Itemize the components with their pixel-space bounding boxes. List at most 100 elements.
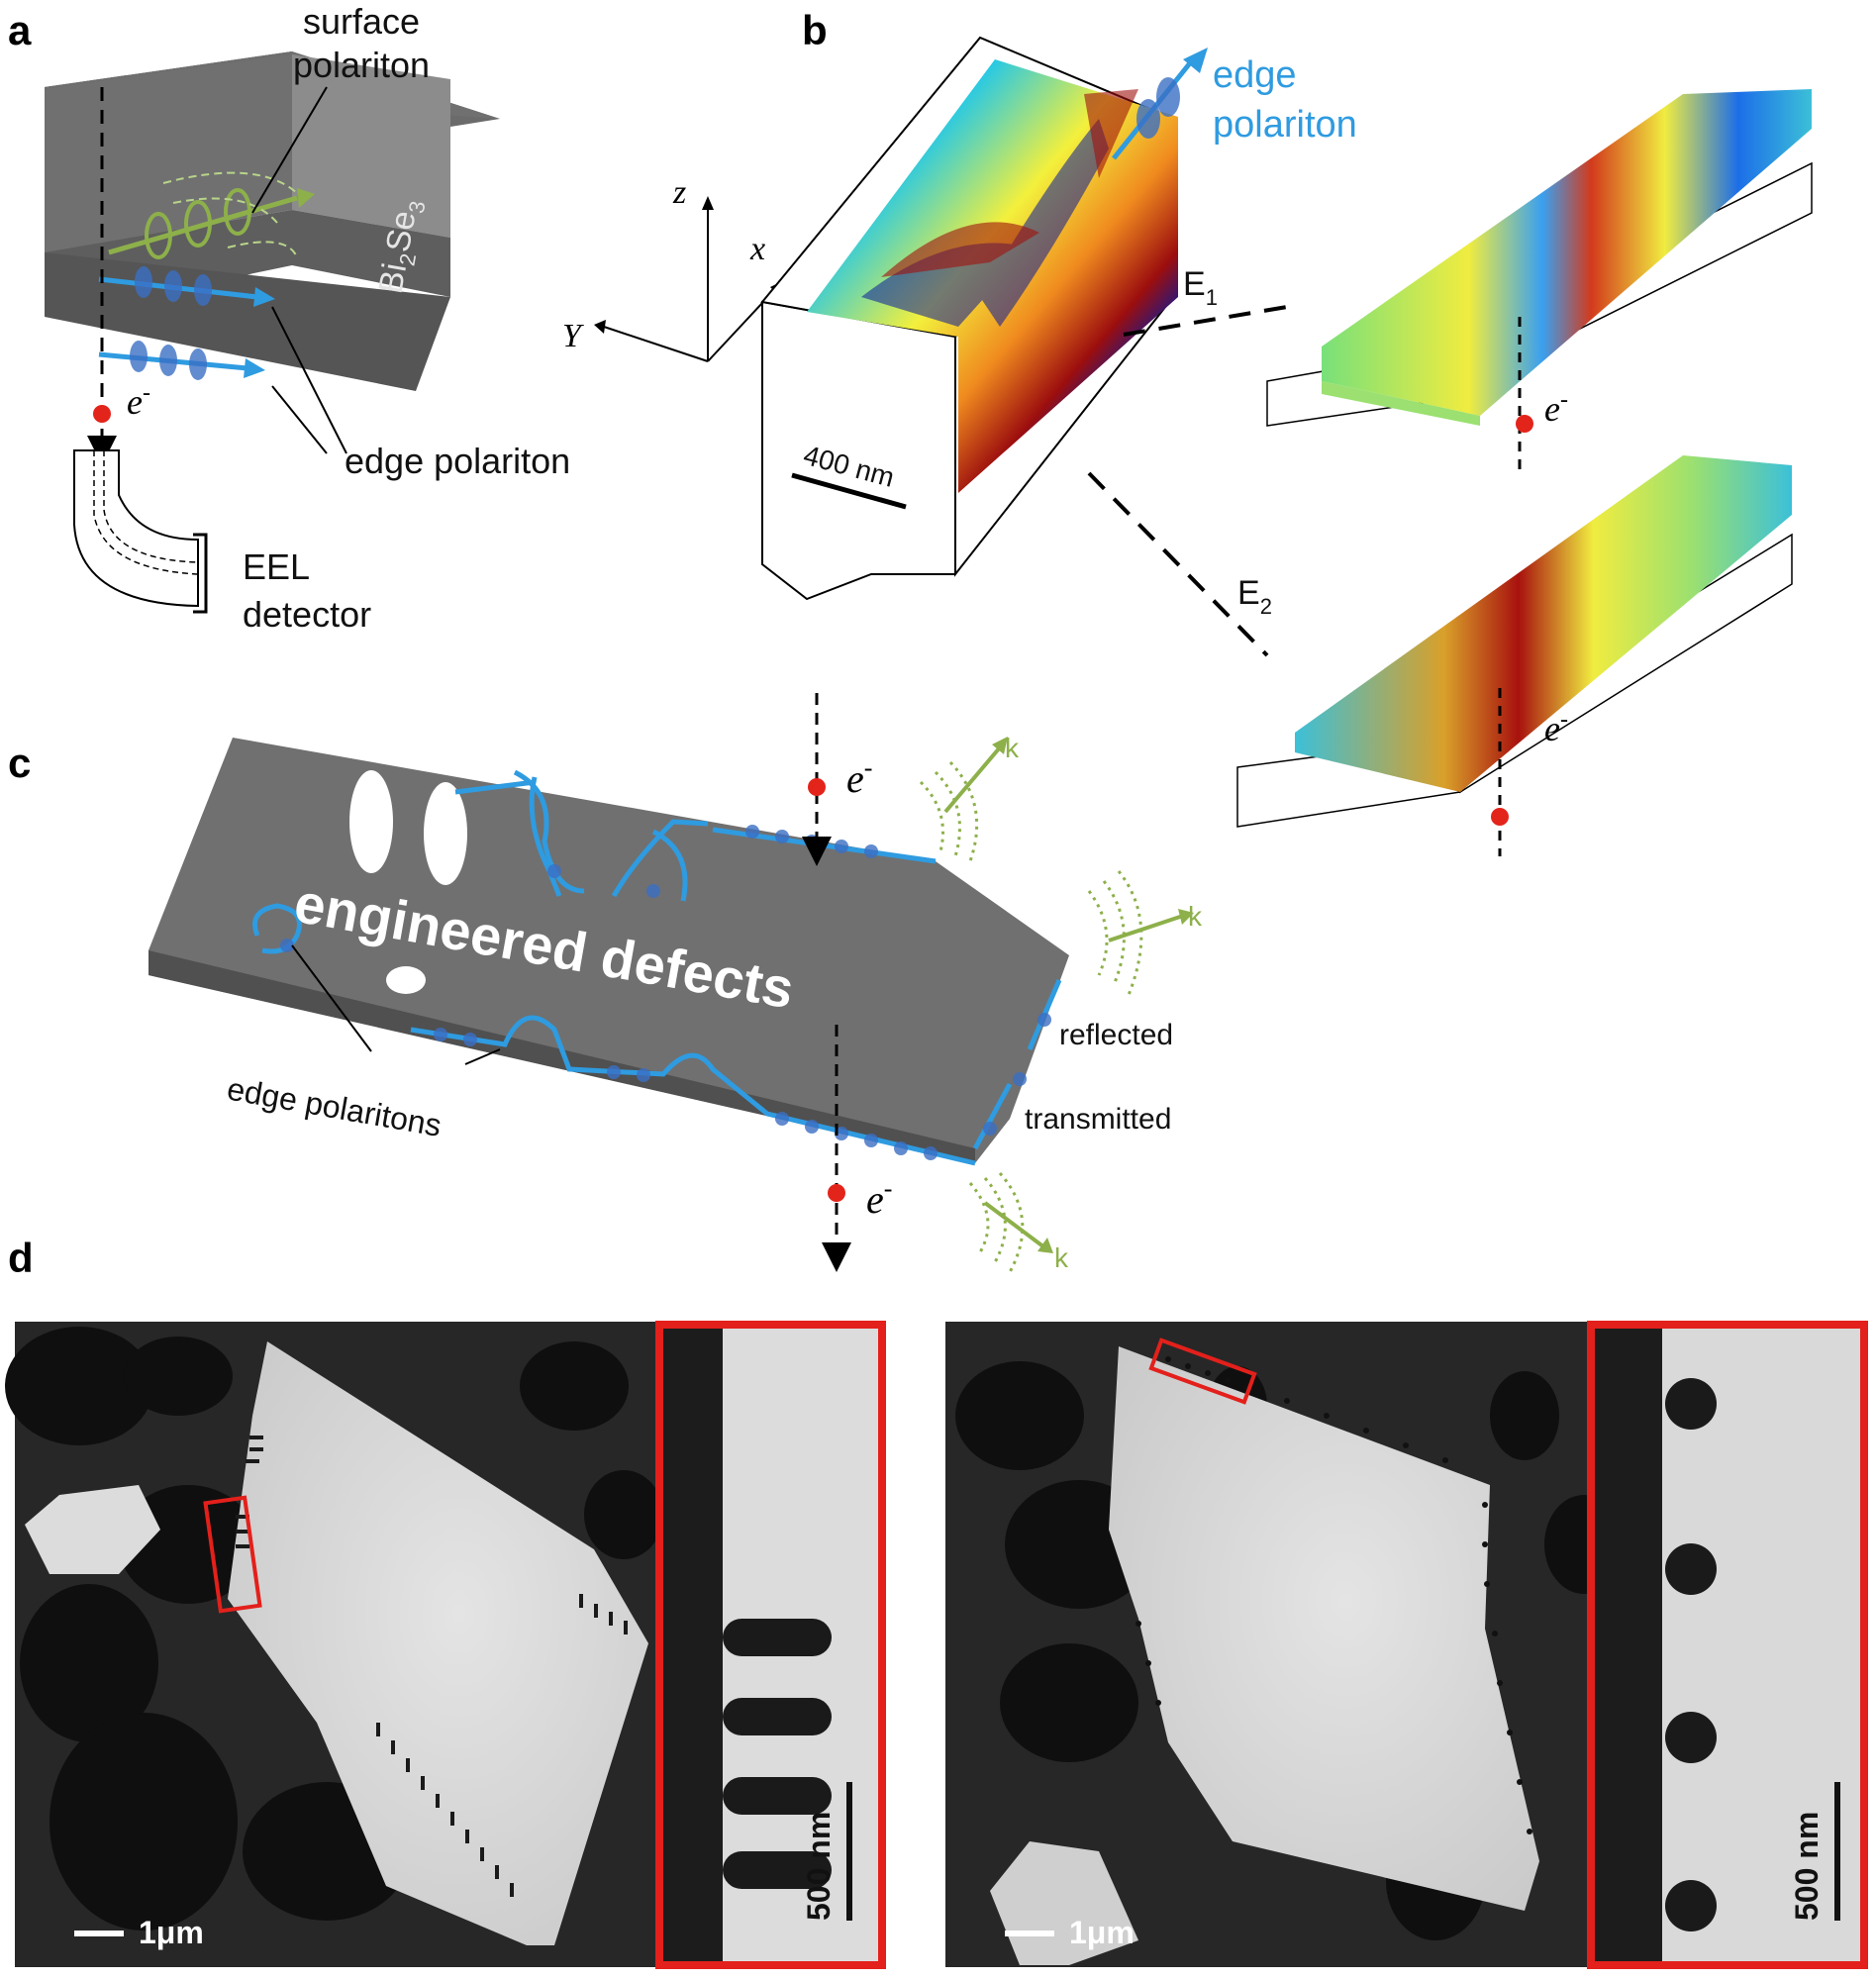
sem-left-notches bbox=[236, 1436, 628, 1897]
sem-right-flake bbox=[1109, 1346, 1539, 1911]
edge-polariton-leader-2 bbox=[271, 385, 328, 454]
sem-left-inset-notches bbox=[723, 1619, 832, 1889]
sem-left-inset-scale-label: 500 nm bbox=[801, 1812, 837, 1921]
edge-polariton-label: edge polariton bbox=[345, 441, 570, 481]
sem-left-scalebar bbox=[74, 1931, 124, 1936]
y-axis-head bbox=[594, 320, 606, 334]
surface-polariton-arrow bbox=[108, 195, 298, 255]
hole bbox=[386, 966, 426, 994]
e2-electron-label: e- bbox=[1544, 707, 1568, 748]
edge-arrowhead-2 bbox=[244, 358, 265, 378]
surface-wave-loop bbox=[145, 212, 172, 259]
sem-right-inset-scalebar bbox=[1834, 1782, 1840, 1921]
sem-right-inset-holes bbox=[1665, 1378, 1717, 1931]
crystal-block-front bbox=[761, 300, 956, 601]
electron-dot-bottom bbox=[828, 1184, 845, 1202]
reflected-label: reflected bbox=[1059, 1019, 1173, 1051]
surface-polariton-leader bbox=[251, 86, 328, 214]
sem-left-roi bbox=[203, 1495, 262, 1614]
edge-polaritons-leader-1 bbox=[291, 944, 372, 1052]
e1-electron-label: e- bbox=[1544, 387, 1568, 429]
sem-left-holes bbox=[5, 1327, 663, 1931]
e1-field-map bbox=[1322, 89, 1812, 416]
edge-polaritons-leader-2 bbox=[464, 1048, 501, 1065]
eel-detector-beam bbox=[93, 450, 199, 575]
eel-detector-label-1: EEL bbox=[243, 546, 310, 587]
sem-left-flake bbox=[228, 1341, 648, 1945]
x-axis-label: x bbox=[749, 231, 765, 267]
panel-a: a e- surface bbox=[8, 1, 570, 635]
edge-polariton-b-label-1: edge bbox=[1213, 54, 1297, 96]
e1-connector bbox=[1123, 305, 1288, 337]
k-arrowhead-bottom bbox=[1037, 1238, 1053, 1253]
edge-polariton-leader-1 bbox=[271, 306, 347, 454]
e1-electron-dot bbox=[1516, 415, 1533, 433]
k-arrow-bottom bbox=[983, 1201, 1046, 1249]
panel-d: d 1μm 500 nm bbox=[5, 1235, 1868, 1969]
e1-label: E1 bbox=[1183, 265, 1218, 310]
eel-detector-screen bbox=[193, 533, 208, 614]
sem-left-scale-label: 1μm bbox=[139, 1915, 204, 1950]
edge-wave-lobe bbox=[164, 270, 182, 302]
y-axis-label: Y bbox=[562, 318, 584, 354]
sem-right-roi bbox=[1148, 1337, 1257, 1405]
eel-detector-label-2: detector bbox=[243, 594, 371, 635]
edge-wave-lobe bbox=[130, 341, 148, 372]
e2-field-map bbox=[1295, 455, 1792, 792]
sem-right-scalebar bbox=[1005, 1931, 1054, 1936]
edge-wave-lobe bbox=[1136, 99, 1160, 139]
defect-flake-edge bbox=[148, 950, 975, 1163]
sem-left-inset-background bbox=[663, 1329, 723, 1961]
edge-polariton-b-label-2: polariton bbox=[1213, 104, 1357, 146]
z-axis-label: z bbox=[672, 174, 686, 211]
field-map-features bbox=[861, 119, 1109, 327]
edge-wave-lobe bbox=[1156, 77, 1180, 117]
sem-right-inset-background bbox=[1595, 1329, 1662, 1961]
e1-field-map-lower bbox=[1322, 381, 1480, 426]
notch bbox=[424, 782, 467, 885]
notch bbox=[349, 770, 393, 873]
sem-right-inset-scale-label: 500 nm bbox=[1789, 1812, 1825, 1921]
transmitted-label: transmitted bbox=[1025, 1103, 1171, 1136]
radiation-bottom bbox=[968, 1172, 1025, 1273]
bi2se3-top-surface bbox=[45, 54, 292, 252]
edge-arrowhead-b bbox=[1183, 48, 1208, 73]
electron-label-top: e- bbox=[846, 753, 872, 801]
radiation-right bbox=[1087, 870, 1143, 996]
electron-label-bottom: e- bbox=[866, 1174, 892, 1222]
k-arrow-top bbox=[943, 745, 1002, 814]
sem-right-dots bbox=[1135, 1356, 1532, 1834]
k-label-right: k bbox=[1188, 901, 1203, 932]
k-label-top: k bbox=[1005, 733, 1020, 763]
panel-a-label: a bbox=[8, 7, 32, 53]
electron-dot-top bbox=[808, 778, 826, 796]
surface-wave-loop bbox=[184, 200, 212, 248]
panel-d-label: d bbox=[8, 1235, 34, 1281]
k-arrowhead-top bbox=[992, 737, 1008, 754]
k-arrow-right bbox=[1108, 914, 1184, 942]
eel-detector bbox=[73, 449, 199, 608]
bi2se3-side bbox=[292, 54, 450, 238]
sem-right-scale-label: 1μm bbox=[1069, 1915, 1135, 1950]
electron-label: e- bbox=[127, 380, 150, 422]
panel-b: b z x Y 400 nm edge polariton E1 E2 bbox=[562, 7, 1813, 856]
e2-label: E2 bbox=[1237, 574, 1272, 619]
edge-arrowhead-1 bbox=[253, 287, 275, 307]
panel-c-label: c bbox=[8, 740, 31, 786]
panel-b-label: b bbox=[802, 7, 828, 53]
y-axis bbox=[603, 326, 709, 362]
surface-field-lines bbox=[162, 171, 298, 258]
edge-polariton-top-loops bbox=[513, 769, 688, 902]
e2-connector bbox=[1087, 471, 1269, 657]
sem-left-inset-scalebar bbox=[846, 1782, 852, 1921]
bi2se3-label: Bi2Se3 bbox=[371, 196, 430, 297]
z-axis-head bbox=[702, 196, 714, 210]
field-map-features-red bbox=[881, 89, 1138, 277]
edge-wave-lobe bbox=[159, 345, 177, 376]
panel-c: c engineered defects e- e- bbox=[8, 693, 1203, 1273]
edge-wave-lobe bbox=[194, 274, 212, 306]
surface-polariton-arrowhead bbox=[297, 188, 315, 208]
e2-electron-dot bbox=[1491, 808, 1509, 826]
edge-wave-lobe bbox=[135, 266, 152, 298]
